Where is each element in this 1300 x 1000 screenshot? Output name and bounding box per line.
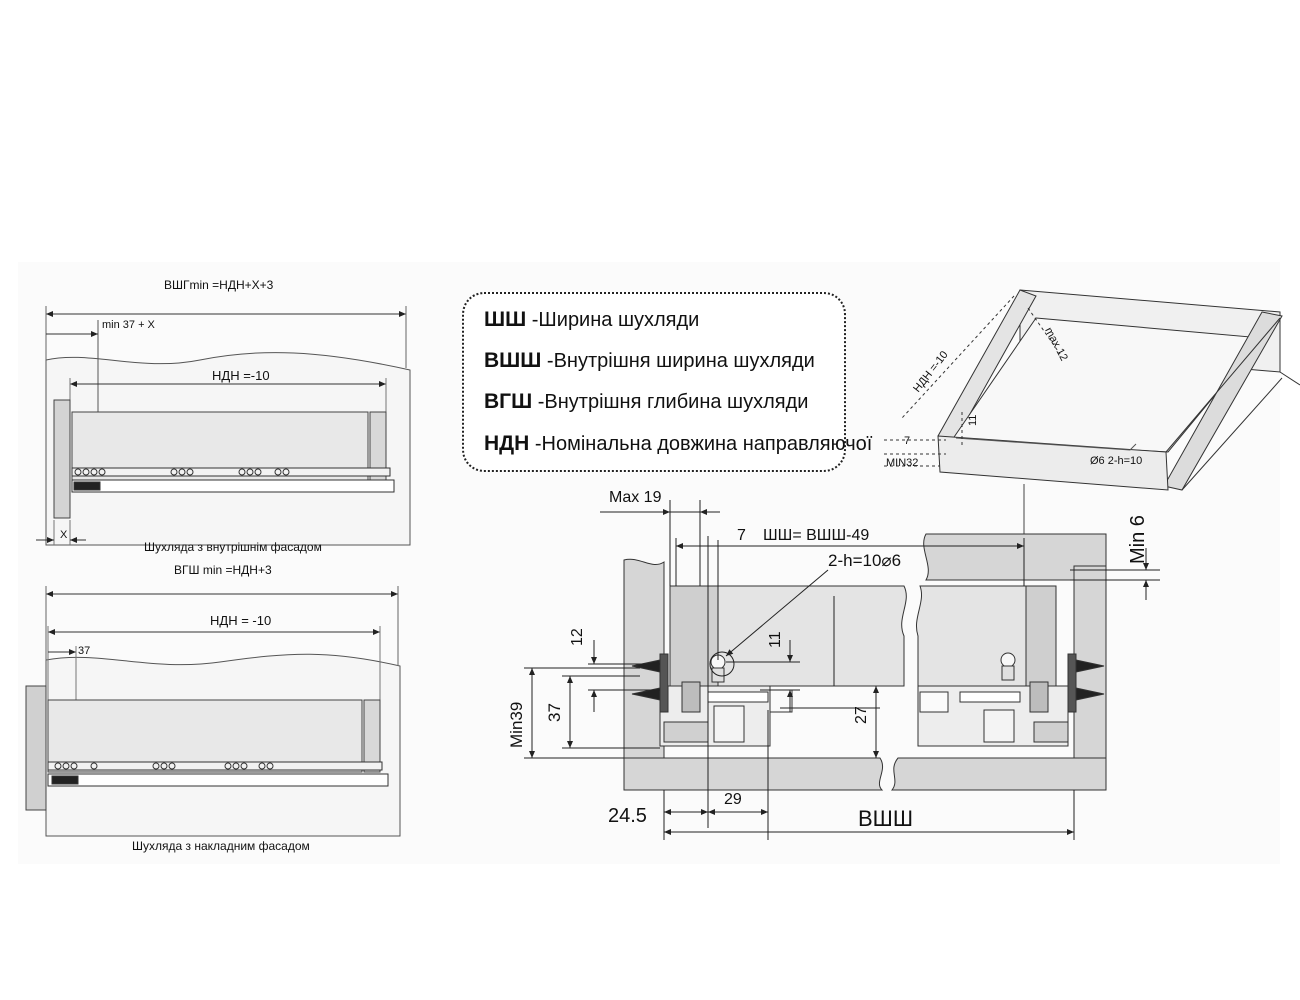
iso-7: 7 (904, 435, 911, 447)
legend-item-vshsh: ВШШ -Внутрішня ширина шухляди (484, 349, 815, 373)
cross-section (623, 533, 1107, 791)
dim-11: 11 (767, 631, 784, 648)
dim-ndn-bottom: НДН = -10 (210, 613, 272, 628)
dim-sh: ШШ= ВШШ-49 (763, 527, 870, 544)
dim-27: 27 (853, 706, 870, 724)
runner-holes-top (74, 468, 290, 476)
dim-7: 7 (737, 527, 746, 544)
dim-min39: Min39 (507, 701, 526, 748)
dim-min6: Min 6 (1127, 515, 1149, 564)
dim-29: 29 (724, 791, 742, 808)
legend-abbr: ВШШ (484, 349, 542, 372)
dim-ndn-top: НДН =-10 (212, 368, 270, 383)
legend-desc: -Внутрішня глибина шухляди (532, 391, 809, 413)
caption-internal-facade: Шухляда з внутрішнім фасадом (144, 540, 322, 554)
dim-vshsh: ВШШ (858, 806, 913, 831)
legend-abbr: НДН (484, 432, 530, 455)
dim-24-5: 24.5 (608, 805, 647, 827)
legend-item-sh: ШШ -Ширина шухляди (484, 308, 699, 332)
formula-vgsh: ВГШ min =НДН+3 (174, 563, 272, 577)
drawer-internal-facade (36, 306, 411, 546)
formula-vshg: ВШГmin =НДН+X+3 (164, 278, 274, 292)
iso-hole: Ø6 2-h=10 (1090, 455, 1143, 467)
legend-abbr: ШШ (484, 308, 527, 331)
legend-desc: -Номінальна довжина направляючої (529, 433, 873, 455)
legend-desc: -Внутрішня ширина шухляди (541, 350, 815, 372)
section-dimensions (524, 500, 1160, 840)
drawer-overlay-facade (25, 586, 401, 837)
legend-item-vgsh: ВГШ -Внутрішня глибина шухляди (484, 390, 808, 414)
legend-abbr: ВГШ (484, 390, 533, 413)
dim-37: 37 (545, 703, 564, 722)
iso-11: 11 (967, 414, 979, 426)
dim-12: 12 (569, 628, 586, 646)
dim-hole: 2-h=10⌀6 (828, 551, 902, 570)
runner-holes-bottom (54, 762, 274, 770)
isometric-drawer (884, 289, 1300, 660)
dim-x: X (60, 529, 68, 541)
legend-item-ndn: НДН -Номінальна довжина направляючої (484, 432, 872, 456)
legend-box: ШШ -Ширина шухляди ВШШ -Внутрішня ширина… (462, 292, 872, 472)
caption-overlay-facade: Шухляда з накладним фасадом (132, 839, 310, 853)
dim-min37x: min 37 + X (102, 319, 155, 331)
dim-max19: Max 19 (609, 489, 662, 506)
iso-min32: MIN32 (886, 457, 919, 469)
dim-37-left: 37 (78, 645, 91, 657)
legend-desc: -Ширина шухляди (526, 309, 700, 331)
